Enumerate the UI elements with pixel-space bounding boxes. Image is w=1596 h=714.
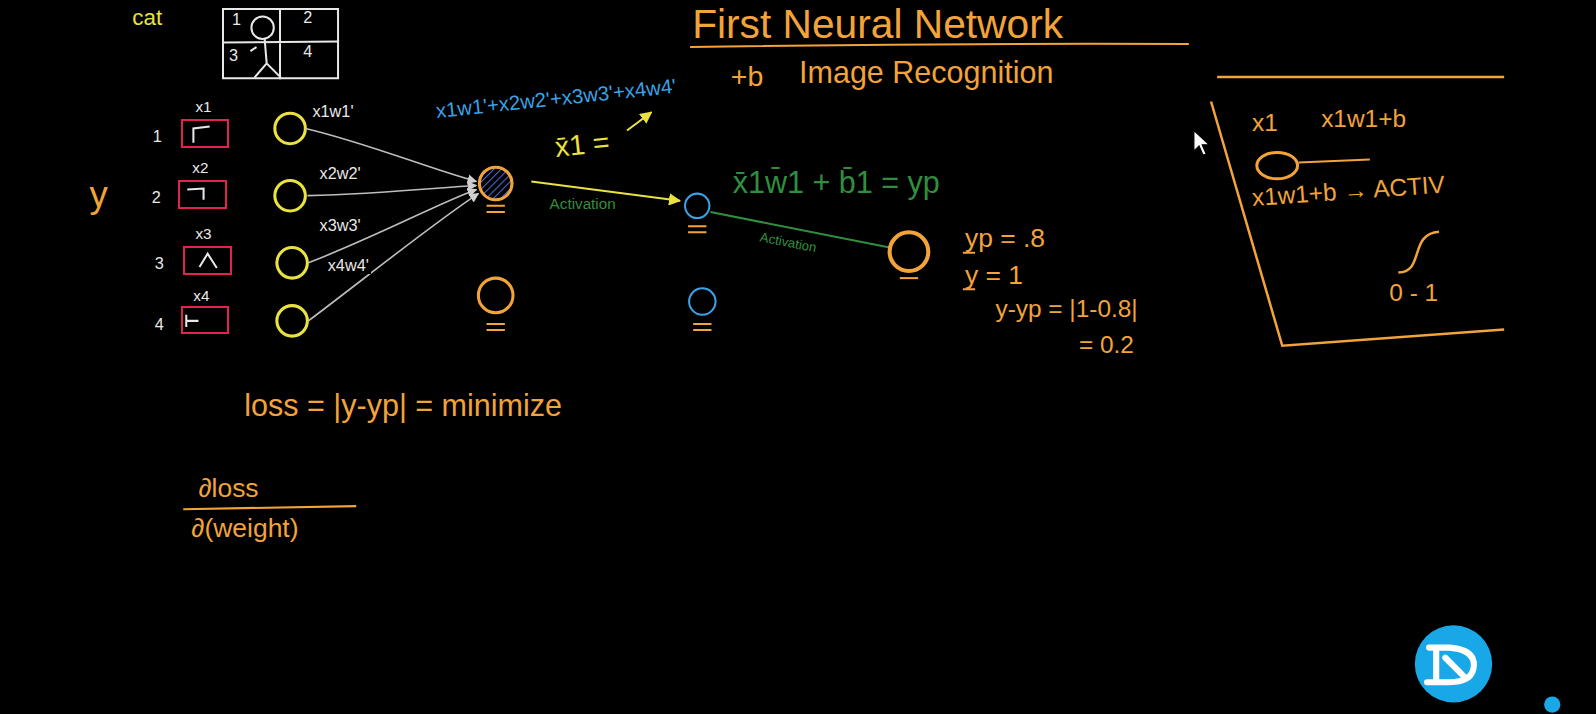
pixel-name: x4 [193,288,209,305]
weight-label: x3w3' [318,217,363,235]
sigmoid-curve [1399,232,1440,273]
target-label: y [90,175,108,215]
pixel-name: x3 [195,226,211,243]
patch-sketch [193,126,209,142]
patch-sketch [187,189,203,200]
neuron-output: x̄1 = [553,127,611,164]
input-neuron [275,113,306,144]
layer2-neuron [689,288,715,314]
object-label: cat [132,6,162,31]
pixel-index: 2 [152,189,161,207]
output-formula: x̄1w̄1 + b̄1 = yp [733,166,940,200]
activation-label: Activation [757,230,820,256]
cell-number: 3 [229,47,238,65]
mouse-cursor [1194,131,1209,155]
tick-marks [688,226,711,330]
title: First Neural Network [692,2,1063,47]
weighted-sum: x1w1'+x2w2'+x3w3'+x4w4' [434,75,676,122]
hidden-neuron [478,278,513,313]
logo [1415,625,1492,702]
error-formula: y-yp = |1-0.8| [995,296,1137,323]
pointer-arrow [627,112,651,130]
figure-head [251,17,273,39]
derivative-numerator: ∂loss [198,474,258,503]
loss-formula: loss = |y-yp| = minimize [244,389,562,423]
pixel-index: 1 [153,128,162,146]
input-neuron [275,180,306,211]
pixel-index: 4 [155,316,164,334]
logo-mark [1427,648,1474,683]
input-neuron [277,248,308,279]
weight-wire [307,185,476,195]
weight-label: x2w2' [318,165,363,183]
hidden-neuron [479,167,512,200]
derivative-denominator: ∂(weight) [191,514,298,543]
prediction-value: yp = .8 [965,224,1045,253]
output-neuron [890,232,929,271]
bias-term: +b [731,61,764,92]
neuron-icon [1257,153,1298,179]
panel-border [1211,77,1504,346]
layer2-neuron [685,194,709,218]
pixel-index: 3 [155,255,164,273]
pixel-patch: x11 [181,119,229,148]
activation-panel: x1x1w1+bx1w1+b → ACTIV0 - 1 [1209,73,1506,353]
weight-wire [308,194,478,321]
patch-sketch [200,254,217,268]
panel-text: 0 - 1 [1389,280,1438,307]
pixel-name: x2 [192,160,208,177]
pixel-patch: x33 [183,246,232,275]
input-neuron [277,306,308,337]
panel-text: x1 [1252,110,1278,137]
weight-label: x4w4' [326,257,371,275]
panel-text: x1w1+b [1321,106,1406,133]
pixel-patch: x44 [181,306,229,333]
error-value: = 0.2 [1079,332,1134,359]
cell-number: 4 [303,43,312,61]
weight-wire [308,190,476,263]
weight-label: x1w1' [310,103,355,121]
activation-label: Activation [548,196,618,213]
pixel-name: x1 [195,99,211,116]
cell-number: 1 [232,11,241,29]
logo-small [1544,696,1560,712]
grid-divider [222,8,339,79]
fraction-bar [183,506,356,509]
figure-body [250,39,281,78]
neuron-wire [1299,160,1370,163]
cell-number: 2 [303,9,312,27]
tick-marks [487,206,505,330]
tick-marks [900,277,918,279]
target-value: y = 1 [965,261,1023,290]
patch-sketch [186,315,198,327]
subtitle: Image Recognition [799,56,1053,90]
pixel-patch: x22 [178,180,227,209]
image-grid: 1 2 3 4 [222,8,339,79]
